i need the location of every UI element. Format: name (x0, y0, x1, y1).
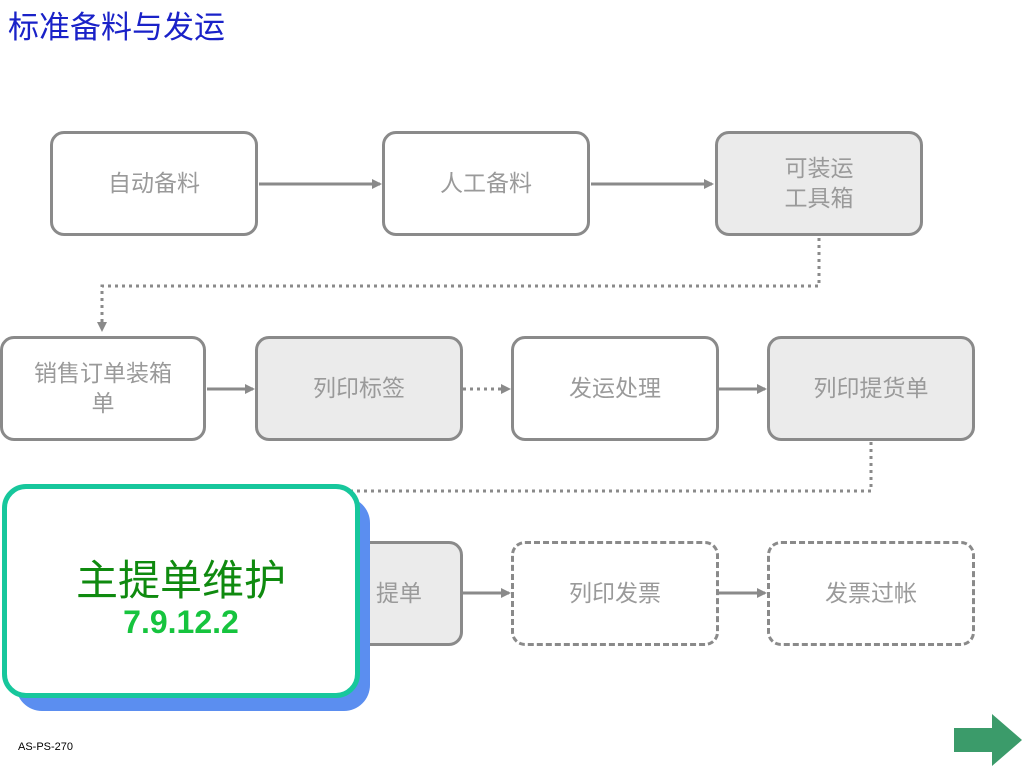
box-manual-picking: 人工备料 (382, 131, 590, 236)
popup-title: 主提单维护 (75, 556, 286, 605)
box-invoice-posting: 发票过帐 (767, 541, 975, 646)
box-label: 列印提货单 (813, 375, 929, 402)
dotted-connector-bol-to-row3 (330, 442, 873, 493)
dotted-connector-toolbox-to-packing (97, 238, 821, 332)
box-label-line1: 可装运 (784, 155, 854, 182)
box-print-invoice: 列印发票 (511, 541, 719, 646)
box-label: 列印标签 (313, 375, 405, 402)
box-label-line2: 工具箱 (784, 185, 854, 212)
box-print-labels: 列印标签 (255, 336, 463, 441)
footer-code: AS-PS-270 (18, 741, 74, 753)
next-arrow-icon[interactable] (952, 712, 1024, 768)
box-print-bol: 列印提货单 (767, 336, 975, 441)
popup-code: 7.9.12.2 (123, 604, 239, 640)
box-label: 自动备料 (108, 170, 200, 197)
box-label: 发运处理 (569, 375, 661, 402)
box-label: 列印发票 (569, 580, 661, 607)
box-shippable-toolbox: 可装运 工具箱 (715, 131, 923, 236)
box-label: 提单 (376, 580, 422, 607)
box-label-line2: 单 (91, 390, 115, 417)
box-ship-confirm: 发运处理 (511, 336, 719, 441)
box-so-packing: 销售订单装箱 单 (0, 336, 206, 441)
page-title: 标准备料与发运 (8, 10, 225, 46)
box-label: 人工备料 (440, 170, 532, 197)
box-auto-picking: 自动备料 (50, 131, 258, 236)
box-label-line1: 销售订单装箱 (34, 360, 172, 387)
master-bol-popup[interactable]: 主提单维护 7.9.12.2 (2, 484, 360, 698)
box-label: 发票过帐 (825, 580, 917, 607)
